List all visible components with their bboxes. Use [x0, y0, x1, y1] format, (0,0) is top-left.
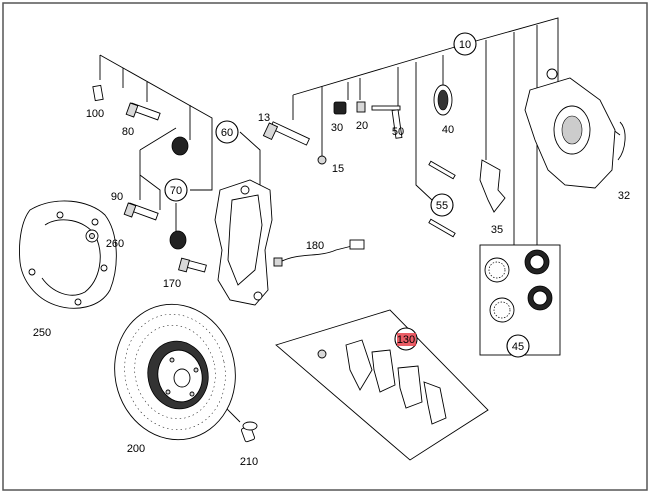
label-170: 170: [163, 278, 181, 290]
label-20: 20: [356, 120, 368, 132]
bolt-260-part: [85, 229, 99, 243]
label-100: 100: [86, 108, 104, 120]
label-210: 210: [240, 456, 258, 468]
brake-pads-part: [317, 339, 447, 425]
label-50: 50: [392, 126, 404, 138]
callout-130-highlight: [397, 333, 416, 346]
small-fittings-part: [333, 101, 403, 139]
label-40: 40: [442, 124, 454, 136]
label-35: 35: [491, 224, 503, 236]
brake-disc-part: [114, 303, 236, 441]
callout-55-circle: [430, 193, 454, 217]
label-180: 180: [306, 240, 324, 252]
label-30: 30: [331, 122, 343, 134]
label-15: 15: [332, 163, 344, 175]
screw-210-part: [241, 421, 258, 443]
label-55: 55: [436, 200, 448, 212]
label-13: 13: [258, 112, 270, 124]
callout-60-circle: [215, 120, 239, 144]
wear-sensor-part: [273, 239, 365, 267]
label-60: 60: [221, 127, 233, 139]
label-130: 130: [397, 334, 415, 346]
splash-shield-part: [19, 200, 117, 309]
label-10: 10: [459, 39, 471, 51]
guide-pins-part: [428, 160, 456, 238]
callout-70-circle: [164, 178, 188, 202]
label-250: 250: [33, 327, 51, 339]
label-45: 45: [512, 341, 524, 353]
label-260: 260: [106, 238, 124, 250]
piston-seals-part: [484, 249, 553, 323]
caliper-carrier-part: [214, 179, 273, 306]
callout-10-circle: [453, 32, 477, 56]
bushings-part: [169, 136, 189, 250]
spring-clip-part: [479, 159, 506, 213]
label-80: 80: [122, 126, 134, 138]
brake-caliper-part: [524, 68, 626, 189]
bolt-13-part: [262, 121, 327, 165]
label-32: 32: [618, 190, 630, 202]
label-200: 200: [127, 443, 145, 455]
label-90: 90: [111, 191, 123, 203]
bolts-part: [92, 84, 207, 273]
seal-ring-part: [433, 84, 453, 116]
label-70: 70: [170, 185, 182, 197]
callout-45-circle: [506, 334, 530, 358]
